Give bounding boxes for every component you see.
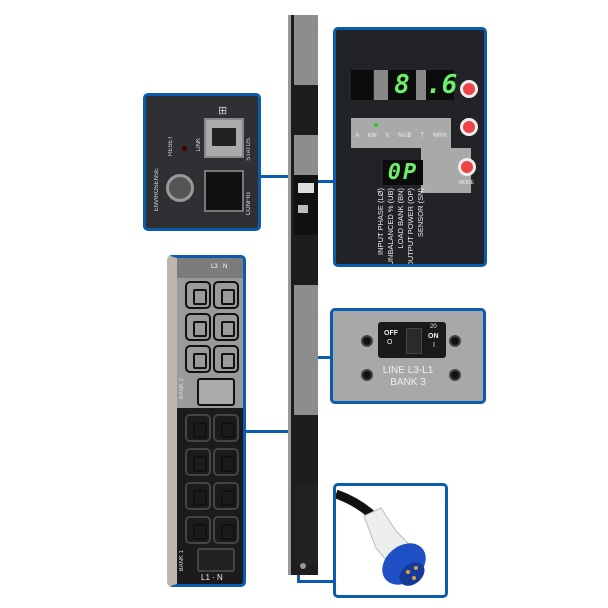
outlet-c13[interactable] (213, 281, 239, 309)
outlet-c13[interactable] (185, 313, 211, 341)
network-icon: ⊞ (218, 105, 228, 117)
envirosense-label: ENVIROSENSE (154, 168, 160, 212)
config-port[interactable] (204, 170, 244, 212)
top-phase-label: L3 · N (211, 264, 228, 270)
status-label: STATUS (246, 138, 252, 161)
indicator-rh: %RH (432, 133, 447, 139)
mode-legend: INPUT PHASE (LØ) UNBALANCED % (UB) LOAD … (376, 188, 425, 267)
outlet-c13[interactable] (213, 414, 239, 442)
legend-load-bank: LOAD BANK (BN) (396, 188, 405, 249)
screw (361, 369, 373, 381)
indicator-v: V (385, 133, 390, 139)
screw (361, 335, 373, 347)
up-button[interactable] (460, 80, 478, 98)
bank-label: BANK 3 (390, 377, 426, 388)
bank1-label: BANK 1 (179, 550, 185, 572)
config-label: CONFIG (246, 192, 252, 216)
connector-line (310, 180, 335, 183)
legend-input-phase: INPUT PHASE (LØ) (376, 188, 385, 255)
legend-unbalanced: UNBALANCED % (UB) (386, 188, 395, 266)
screw (449, 335, 461, 347)
connector-line (310, 356, 332, 359)
outlet-c13[interactable] (185, 281, 211, 309)
iec-plug-image (336, 489, 426, 586)
outlet-c19[interactable] (197, 378, 235, 406)
connector-line (297, 580, 335, 583)
outlet-c13[interactable] (213, 482, 239, 510)
circuit-breaker[interactable]: OFF O 20 ON I (378, 322, 446, 358)
outlet-c13[interactable] (185, 448, 211, 476)
outlet-c19[interactable] (197, 548, 235, 572)
line-label: LINE L3-L1 (382, 365, 434, 376)
indicator-a: A (355, 133, 360, 139)
mode-label: MODE (459, 180, 474, 186)
indicator-labels: A kW V %UB T %RH (351, 133, 451, 139)
outlet-callout: L3 · N BANK 2 BANK 1 L1 · N (167, 255, 246, 587)
outlet-c13[interactable] (185, 345, 211, 373)
outlet-c13[interactable] (213, 345, 239, 373)
legend-output-power: OUTPUT POWER (OP) (406, 188, 415, 267)
outlet-c13[interactable] (185, 414, 211, 442)
bottom-phase-label: L1 · N (201, 573, 223, 582)
outlet-c13[interactable] (185, 482, 211, 510)
bank2-label: BANK 2 (179, 378, 185, 400)
outlet-c13[interactable] (213, 516, 239, 544)
plug-callout (333, 483, 448, 598)
connector-line (260, 175, 300, 178)
legend-sensor: SENSOR (SN) (416, 188, 425, 238)
pdu-strip (288, 15, 318, 575)
reset-label: RESET (168, 136, 174, 157)
connector-line (245, 430, 290, 433)
outlet-c13[interactable] (185, 516, 211, 544)
mode-digits: 0P (383, 160, 423, 185)
connector-line (297, 570, 300, 582)
ethernet-port[interactable] (204, 118, 244, 158)
reset-button[interactable] (182, 146, 187, 151)
outlet-c13[interactable] (213, 313, 239, 341)
envirosense-port[interactable] (166, 174, 194, 202)
network-port-callout: ⊞ LINK STATUS RESET ENVIROSENSE CONFIG (143, 93, 261, 231)
indicator-t: T (420, 133, 424, 139)
link-label: LINK (196, 138, 202, 152)
indicator-ub: %UB (398, 133, 412, 139)
screw (449, 369, 461, 381)
down-button[interactable] (460, 118, 478, 136)
breaker-callout: OFF O 20 ON I LINE L3-L1 BANK 3 (330, 308, 486, 404)
outlet-c13[interactable] (213, 448, 239, 476)
main-digit-2: .6 (426, 70, 458, 100)
indicator-kw: kW (368, 133, 377, 139)
display-callout: 8 .6 A kW V %UB T %RH MODE 0P INPUT PHAS… (333, 27, 487, 267)
main-digit-1: 8 (388, 70, 416, 100)
mode-button[interactable] (458, 158, 476, 176)
